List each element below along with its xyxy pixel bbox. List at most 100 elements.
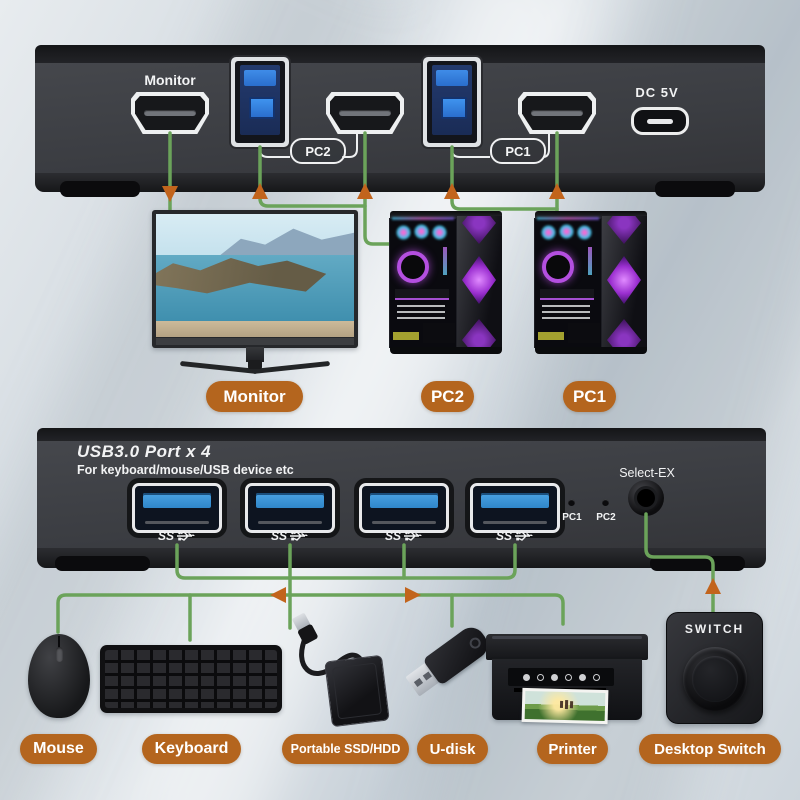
pc2-led <box>602 499 609 506</box>
printer-device <box>484 632 650 725</box>
hdmi-port-pc1 <box>518 92 596 134</box>
tower-top <box>390 211 502 218</box>
arrow-left-bus <box>270 587 286 603</box>
printer-button <box>550 673 558 681</box>
hdmi-monitor-port <box>131 92 209 134</box>
photo-figure <box>560 700 564 708</box>
mouse-label-text: Mouse <box>33 740 84 757</box>
pc2-group-text: PC2 <box>305 143 331 159</box>
rear-panel-foot <box>60 181 140 197</box>
mouse-label-pill: Mouse <box>20 734 97 764</box>
kvm-rear-panel: Monitor DC 5V <box>35 45 765 197</box>
wire-pc1-usb <box>450 145 559 211</box>
front-diamond <box>607 319 641 349</box>
hdmi-pins <box>531 110 583 117</box>
rgb-fan <box>559 224 574 239</box>
switch-button <box>691 656 738 702</box>
front-diamond <box>462 216 496 244</box>
psu-shroud <box>568 323 600 343</box>
pc1-led <box>568 499 575 506</box>
usb-a-port-4 <box>470 483 560 533</box>
usb-tongue <box>369 492 439 509</box>
desktop-switch-device: SWITCH <box>666 612 763 724</box>
rgb-fan <box>396 225 411 240</box>
hdmi-pins <box>339 110 391 117</box>
screen-beach <box>156 321 354 337</box>
wire-usb-bus-outer <box>175 543 517 580</box>
usb-lip <box>145 520 209 524</box>
monitor-screen <box>156 214 354 337</box>
cpu-cooler-ring <box>397 251 429 283</box>
hdmi-pins <box>144 110 196 117</box>
ss-text: SS <box>384 528 401 543</box>
printer-button <box>578 673 586 681</box>
tower-rgb-sheen <box>392 217 454 220</box>
udisk-connector-hole <box>422 671 432 681</box>
keyboard-label-text: Keyboard <box>154 740 229 757</box>
front-diamond <box>462 319 496 349</box>
udisk-label-text: U-disk <box>429 740 476 758</box>
udisk-connector-hole <box>413 677 424 687</box>
front-panel-top-edge <box>37 428 766 441</box>
pc1-bracket-left <box>451 146 490 158</box>
monitor-frame <box>152 210 358 348</box>
printer-control-panel <box>508 668 614 686</box>
monitor-stand-leg <box>251 360 331 375</box>
ram-rgb-strip <box>443 247 447 275</box>
monitor-port-label: Monitor <box>144 72 196 88</box>
gpu-block <box>395 289 449 300</box>
tower-front-panel <box>457 216 502 349</box>
rear-panel-bottom-edge <box>35 173 765 192</box>
udisk-label-pill: U-disk <box>417 734 488 764</box>
arrow-right-bus <box>405 587 421 603</box>
front-panel-foot <box>55 556 150 571</box>
pc2-label-pill: PC2 <box>421 381 474 412</box>
rear-panel-top-edge <box>35 45 765 63</box>
usb-tongue <box>480 492 550 509</box>
pc2-bracket-right <box>342 133 358 158</box>
mouse-scroll-wheel <box>55 647 63 662</box>
usb-a-port-1 <box>132 483 222 533</box>
tower-front-panel <box>602 216 647 349</box>
monitor-stand-hub <box>248 360 262 369</box>
pc2-tower <box>388 211 502 354</box>
select-ex-jack <box>628 480 664 516</box>
rgb-fan <box>541 225 556 240</box>
keyboard-keys <box>105 650 277 708</box>
ss-text: SS <box>270 528 287 543</box>
usb-b-plug-top <box>436 70 468 86</box>
usb-b-plug-square <box>249 97 275 119</box>
usb-b-plug-square <box>441 97 467 119</box>
select-ex-label: Select-EX <box>619 466 675 480</box>
desktop-switch-label-text: Desktop Switch <box>654 740 766 758</box>
udisk-lanyard-hole <box>467 635 483 651</box>
monitor-stand-neck <box>246 347 264 362</box>
monitor-label-text: Monitor <box>223 386 286 406</box>
front-panel-subtitle: For keyboard/mouse/USB device etc <box>77 463 294 477</box>
keyboard-device <box>100 645 282 713</box>
mouse-device <box>28 634 90 718</box>
printer-label-text: Printer <box>548 740 597 758</box>
pc2-bracket-left <box>259 146 290 158</box>
rgb-fan <box>432 225 447 240</box>
pc1-label-pill: PC1 <box>563 381 616 412</box>
ss-text: SS <box>157 528 174 543</box>
tower-bottom <box>390 347 502 354</box>
usb-b-port-pc2 <box>231 57 289 147</box>
monitor-label-pill: Monitor <box>206 381 303 412</box>
usb-tongue <box>142 492 212 509</box>
monitor-chin-bezel <box>156 338 354 345</box>
front-panel-foot <box>650 556 745 571</box>
printer-button <box>522 673 530 681</box>
monitor-stand-leg <box>179 360 259 375</box>
mouse-seam <box>58 636 60 649</box>
usb3-ss-logo: SS <box>382 528 426 543</box>
psu-label <box>538 332 564 340</box>
pc1-label-text: PC1 <box>572 386 607 406</box>
psu-label <box>393 332 419 340</box>
dc-power-label: DC 5V <box>635 85 679 100</box>
printed-photo <box>524 690 606 722</box>
printer-button <box>564 673 572 681</box>
monitor-device <box>152 210 358 376</box>
